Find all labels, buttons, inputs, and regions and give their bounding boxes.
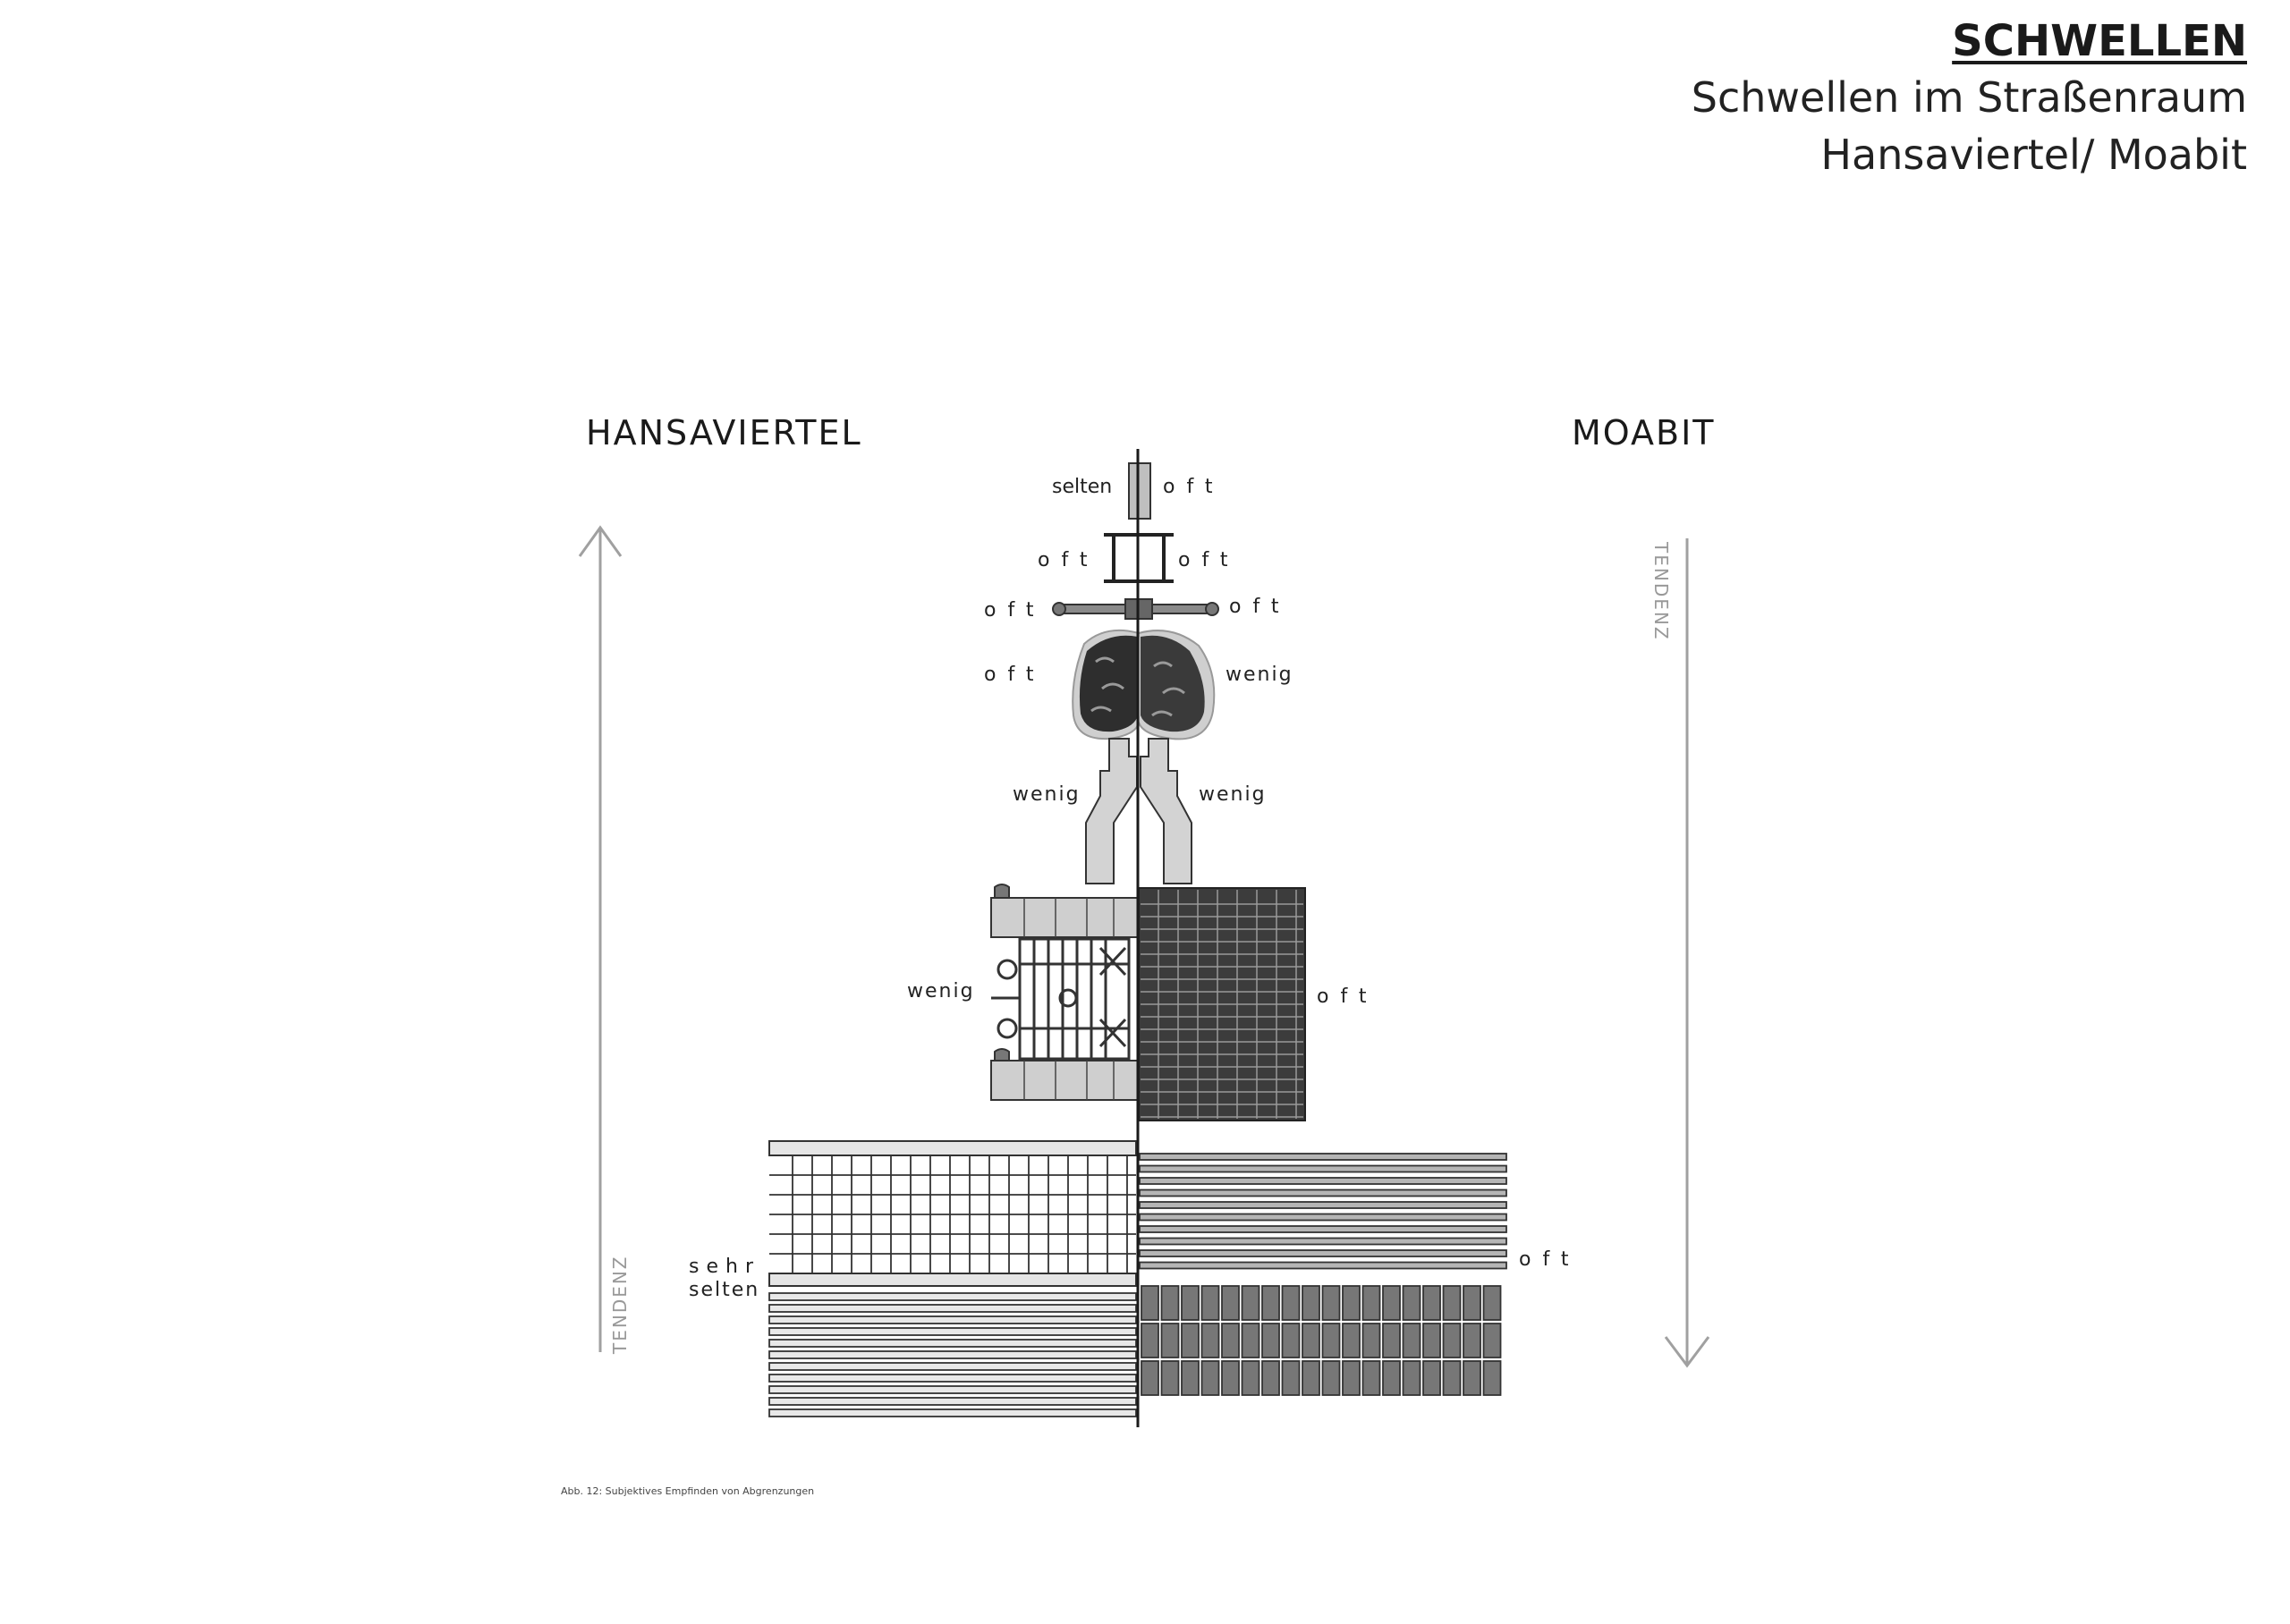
row4-right-label: wenig [1226, 664, 1293, 686]
trend-arrow-left [578, 525, 623, 1352]
row1-left-label: selten [1052, 476, 1113, 498]
trend-label-right: TENDENZ [1650, 541, 1672, 641]
rail-fence-icon [1139, 1153, 1507, 1270]
slat-fence-icon [768, 1292, 1137, 1417]
trend-arrow-right [1664, 538, 1710, 1368]
figure-caption: Abb. 12: Subjektives Empfinden von Abgre… [561, 1485, 815, 1497]
gate-icon [990, 884, 1139, 1101]
row5-right-label: wenig [1199, 783, 1267, 806]
row7-right-label: oft [1519, 1248, 1581, 1271]
side-label-moabit: MOABIT [1572, 413, 1716, 453]
row4-left-label: oft [984, 664, 1046, 686]
page-title: SCHWELLEN [1952, 16, 2247, 66]
side-label-hansaviertel: HANSAVIERTEL [586, 413, 862, 453]
bollard-icon [1128, 462, 1151, 520]
paver-wall-icon [1141, 1285, 1502, 1396]
row2-left-label: oft [1038, 549, 1099, 571]
row6-right-label: oft [1317, 985, 1378, 1008]
trend-label-left: TENDENZ [609, 1255, 631, 1355]
stepped-wall-icon [1085, 738, 1192, 884]
row3-left-label: oft [984, 599, 1046, 622]
row2-right-label: oft [1178, 549, 1240, 571]
row6-left-label: wenig [907, 980, 975, 1002]
brick-wall-icon [1138, 887, 1306, 1121]
row1-right-label: oft [1163, 476, 1225, 498]
railing-bar-icon [1052, 598, 1219, 620]
page-subtitle: Schwellen im Straßenraum [1691, 73, 2247, 122]
row5-left-label: wenig [1013, 783, 1081, 806]
row7-left-label-2: selten [689, 1279, 760, 1301]
grid-fence-icon [768, 1140, 1137, 1287]
page-location: Hansaviertel/ Moabit [1820, 131, 2247, 179]
row3-right-label: oft [1229, 596, 1291, 618]
hedge-icon [1072, 629, 1216, 740]
row7-left-label-1: sehr [689, 1256, 760, 1278]
